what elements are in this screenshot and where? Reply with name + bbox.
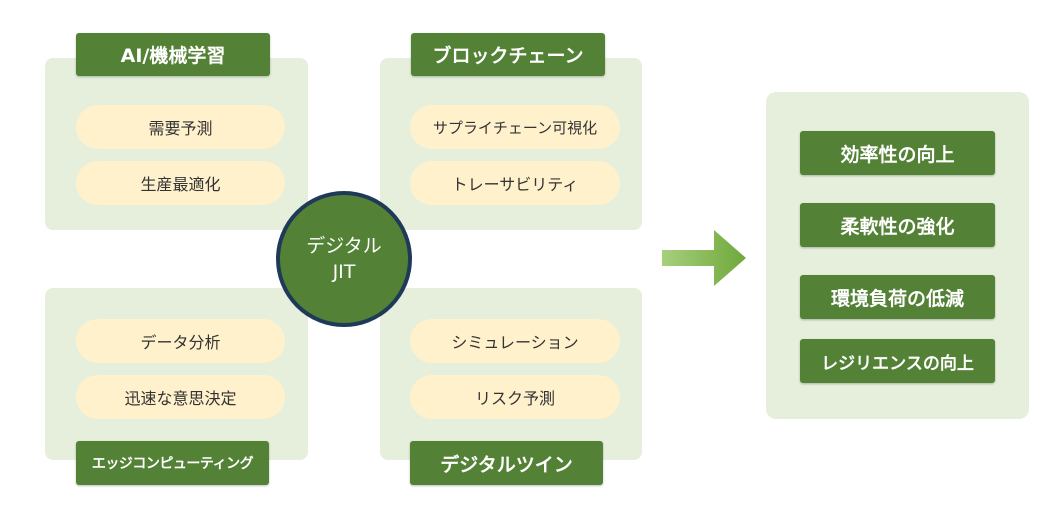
panel-twin <box>380 288 642 460</box>
twin-item-simulation: シミュレーション <box>410 319 620 363</box>
outcome-efficiency: 効率性の向上 <box>800 131 995 175</box>
ai-item-demand-forecast: 需要予測 <box>76 105 285 149</box>
center-circle: デジタル JIT <box>276 191 412 327</box>
blockchain-item-traceability: トレーサビリティ <box>410 161 620 205</box>
outcome-environment: 環境負荷の低減 <box>800 275 995 319</box>
edge-item-rapid-decision: 迅速な意思決定 <box>76 375 285 419</box>
edge-tag: エッジコンピューティング <box>76 441 269 485</box>
outcome-resilience: レジリエンスの向上 <box>800 339 995 383</box>
twin-item-risk-forecast: リスク予測 <box>410 375 620 419</box>
blockchain-item-visibility: サプライチェーン可視化 <box>410 105 620 149</box>
panel-edge <box>45 288 308 460</box>
twin-tag: デジタルツイン <box>410 441 603 485</box>
blockchain-tag: ブロックチェーン <box>411 33 605 76</box>
outcome-flexibility: 柔軟性の強化 <box>800 203 995 247</box>
ai-item-production-optimization: 生産最適化 <box>76 161 285 205</box>
right-arrow-icon <box>662 230 746 286</box>
edge-item-data-analysis: データ分析 <box>76 319 285 363</box>
ai-tag: AI/機械学習 <box>76 33 270 76</box>
center-label-line2: JIT <box>332 261 356 283</box>
center-label-line1: デジタル <box>306 235 382 257</box>
